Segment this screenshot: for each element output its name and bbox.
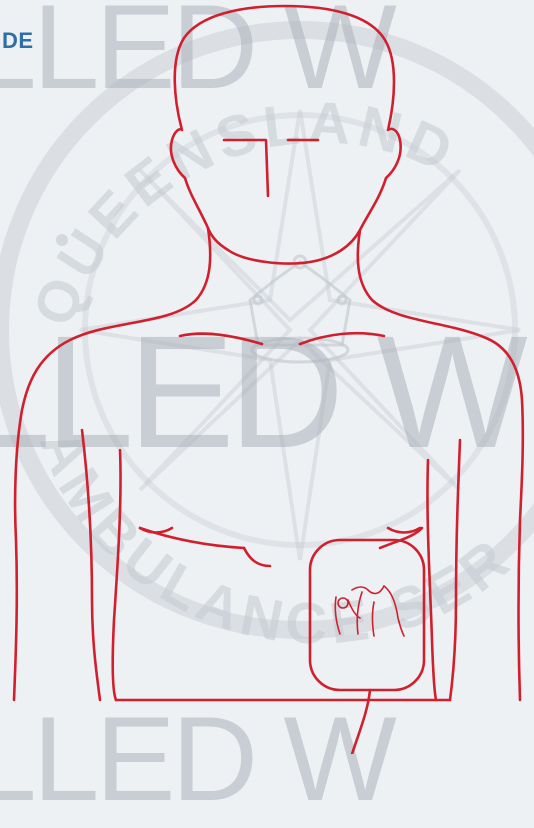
head-outline [171, 6, 401, 264]
shoulder-right [358, 230, 523, 700]
illustration: QUEENSLAND AMBULANCE SERVICE LLED W LLED… [0, 0, 534, 754]
torso-outline-figure [0, 0, 534, 754]
shoulder-left [14, 228, 210, 700]
header-label: DE [2, 28, 34, 54]
aed-pad [310, 540, 424, 754]
aed-pad-icon [335, 586, 404, 636]
